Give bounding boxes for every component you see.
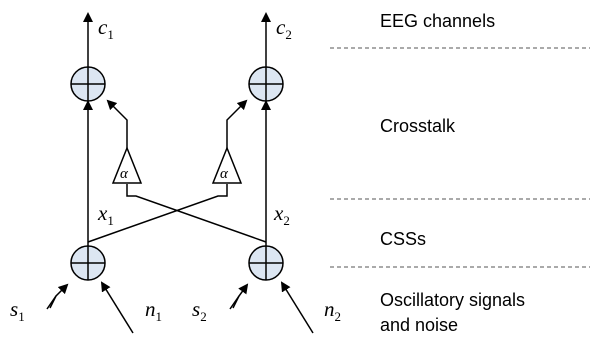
label-x1: x1 — [97, 201, 114, 228]
section-label-crosstalk: Crosstalk — [380, 116, 456, 136]
gain-triangle-left — [111, 145, 143, 184]
variable-labels: c1 c2 x1 x2 s1 n1 s2 n2 — [10, 15, 341, 324]
crosstalk-path-right-to-left — [126, 184, 267, 243]
section-label-eeg: EEG channels — [380, 11, 495, 31]
summing-junctions — [70, 66, 284, 281]
section-label-css: CSSs — [380, 229, 426, 249]
section-label-noise: and noise — [380, 315, 458, 335]
section-label-oscillatory: Oscillatory signals — [380, 290, 525, 310]
label-n1: n1 — [145, 297, 162, 324]
label-c1: c1 — [98, 15, 114, 42]
switch-mark-s1 — [49, 295, 57, 309]
gain-output-left — [106, 99, 128, 148]
signal-input-s1 — [46, 283, 69, 310]
summer-bottom-right — [248, 245, 284, 281]
summer-top-left — [70, 66, 106, 102]
gain-output-right — [226, 99, 248, 148]
label-s2: s2 — [192, 297, 207, 324]
section-labels: EEG channels Crosstalk CSSs Oscillatory … — [380, 11, 525, 335]
crosstalk-path-left-to-right — [87, 184, 228, 243]
gain-triangle-right — [211, 145, 243, 184]
label-x2: x2 — [273, 201, 290, 228]
signal-paths — [46, 12, 314, 334]
input-switch-marks — [49, 295, 240, 309]
gain-blocks: α α — [111, 145, 243, 184]
noise-input-n2 — [280, 281, 314, 334]
label-c2: c2 — [276, 15, 292, 42]
switch-mark-s2 — [232, 295, 240, 309]
noise-input-n1 — [100, 281, 134, 334]
section-separators — [330, 47, 590, 268]
label-s1: s1 — [10, 297, 25, 324]
summer-top-right — [248, 66, 284, 102]
gain-label-left: α — [120, 166, 129, 182]
gain-label-right: α — [220, 166, 229, 182]
label-n2: n2 — [324, 297, 341, 324]
summer-bottom-left — [70, 245, 106, 281]
